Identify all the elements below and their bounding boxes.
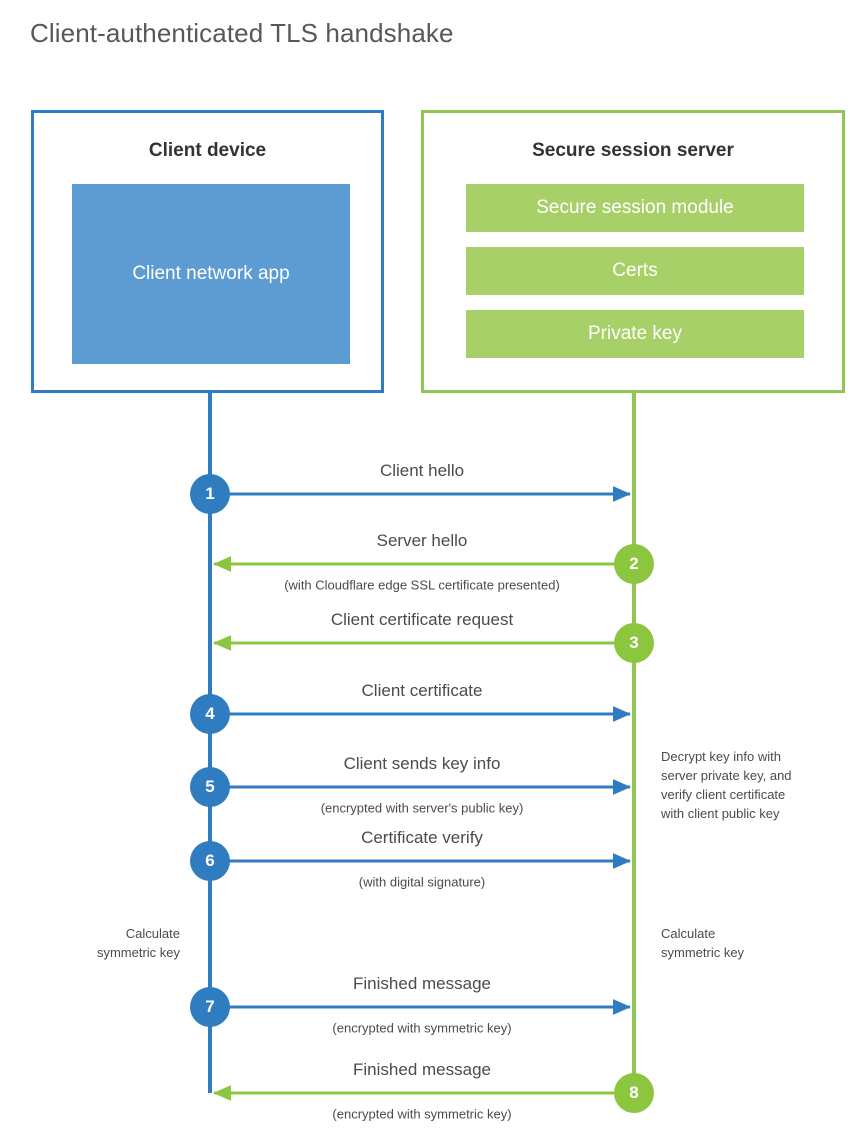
- flow-label-step-6: Certificate verify: [361, 828, 483, 847]
- server-decrypt-key-info-note: Decrypt key info with server private key…: [661, 748, 792, 823]
- flow-sublabel-step-8: (encrypted with symmetric key): [332, 1106, 512, 1122]
- flow-label-step-2: Server hello: [376, 531, 468, 550]
- server-decrypt-line-3: verify client certificate: [661, 786, 786, 802]
- server-calculate-symmetric-key-note: Calculate symmetric key: [661, 925, 744, 963]
- flow-label-step-4: Client certificate: [361, 681, 483, 700]
- flow-label-step-8: Finished message: [353, 1060, 491, 1079]
- server-calc-line-1: Calculate: [661, 926, 716, 941]
- client-network-app-block: Client network app: [72, 184, 350, 364]
- step-marker-8[interactable]: [614, 1073, 654, 1113]
- step-marker-5[interactable]: [190, 767, 230, 807]
- step-marker-7[interactable]: [190, 987, 230, 1027]
- flow-label-step-3: Client certificate request: [330, 610, 514, 629]
- step-marker-4[interactable]: [190, 694, 230, 734]
- server-bar-certs: Certs: [466, 247, 804, 295]
- client-device-box: Client device Client network app: [31, 110, 384, 393]
- flow-label-step-1: Client hello: [379, 461, 465, 480]
- step-marker-6[interactable]: [190, 841, 230, 881]
- server-bar-secure-session-module: Secure session module: [466, 184, 804, 232]
- client-calculate-symmetric-key-note: Calculate symmetric key: [97, 925, 180, 963]
- server-decrypt-line-1: Decrypt key info with: [661, 749, 781, 764]
- server-decrypt-line-4: with client public key: [661, 805, 780, 821]
- step-markers-group: [190, 474, 654, 1113]
- flow-sublabel-step-5: (encrypted with server's public key): [320, 800, 524, 816]
- step-marker-3[interactable]: [614, 623, 654, 663]
- page-title: Client-authenticated TLS handshake: [30, 18, 454, 48]
- step-marker-2[interactable]: [614, 544, 654, 584]
- client-calc-line-1: Calculate: [125, 926, 180, 941]
- server-calc-line-2: symmetric key: [661, 944, 745, 960]
- secure-session-server-box: Secure session server Secure session mod…: [421, 110, 845, 393]
- secure-session-server-heading: Secure session server: [532, 140, 734, 161]
- step-marker-1[interactable]: [190, 474, 230, 514]
- flow-sublabel-step-6: (with digital signature): [358, 874, 486, 890]
- flow-sublabel-step-2: (with Cloudflare edge SSL certificate pr…: [284, 577, 560, 593]
- server-bar-private-key: Private key: [466, 310, 804, 358]
- flow-label-step-5: Client sends key info: [343, 754, 501, 773]
- client-device-heading: Client device: [148, 140, 267, 161]
- arrows-group: [210, 486, 634, 1101]
- flow-label-step-7: Finished message: [353, 974, 491, 993]
- flow-sublabel-step-7: (encrypted with symmetric key): [332, 1020, 512, 1036]
- server-decrypt-line-2: server private key, and: [661, 767, 792, 783]
- client-calc-line-2: symmetric key: [96, 944, 180, 960]
